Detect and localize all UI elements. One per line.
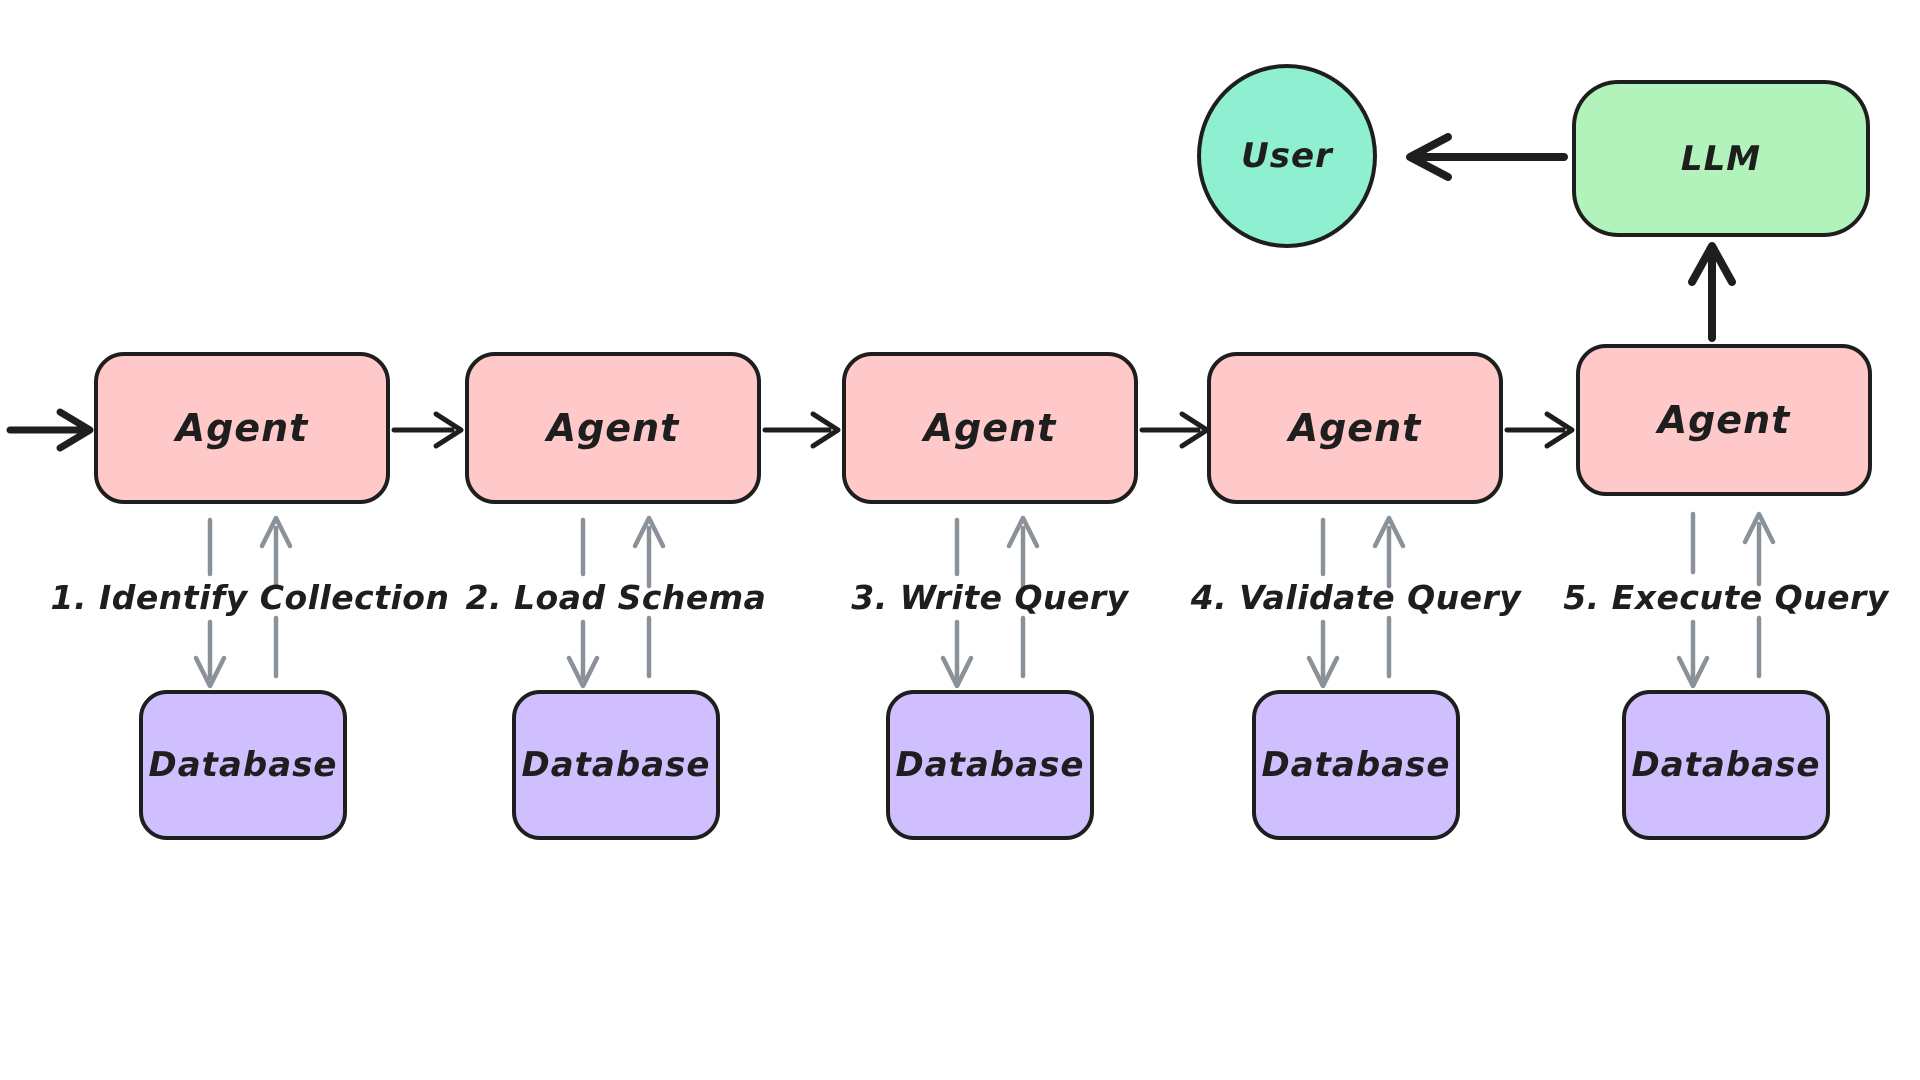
agent-node-1: Agent	[94, 352, 390, 504]
agent-node-3-label: Agent	[923, 406, 1057, 450]
agent-node-3: Agent	[842, 352, 1138, 504]
arrow-agent5-to-llm	[1688, 242, 1736, 342]
arrow-agent1-agent2	[391, 411, 464, 449]
arrow-llm-to-user	[1406, 133, 1568, 181]
database-node-4: Database	[1252, 690, 1460, 840]
database-node-2-label: Database	[521, 745, 711, 785]
step-label-3: 3. Write Query	[851, 578, 1129, 617]
arrow-input-to-agent1	[6, 408, 94, 452]
arrow-agent3-agent4	[1139, 411, 1210, 449]
database-node-5-label: Database	[1631, 745, 1821, 785]
connector-agent5-database5	[1676, 511, 1776, 689]
database-node-2: Database	[512, 690, 720, 840]
arrow-agent4-agent5	[1504, 411, 1575, 449]
step-label-4: 4. Validate Query	[1190, 578, 1522, 617]
database-node-3: Database	[886, 690, 1094, 840]
database-node-3-label: Database	[895, 745, 1085, 785]
connector-agent4-database4	[1306, 515, 1406, 689]
user-node-label: User	[1241, 136, 1333, 176]
step-label-5: 5. Execute Query	[1563, 578, 1889, 617]
agent-node-4: Agent	[1207, 352, 1503, 504]
llm-node: LLM	[1572, 80, 1870, 237]
user-node: User	[1197, 64, 1377, 248]
agent-node-1-label: Agent	[175, 406, 309, 450]
database-node-1-label: Database	[148, 745, 338, 785]
arrow-agent2-agent3	[762, 411, 841, 449]
connector-agent3-database3	[940, 515, 1040, 689]
agent-node-2-label: Agent	[546, 406, 680, 450]
agent-node-5-label: Agent	[1657, 398, 1791, 442]
step-label-2: 2. Load Schema	[465, 578, 767, 617]
agent-node-2: Agent	[465, 352, 761, 504]
agent-node-4-label: Agent	[1288, 406, 1422, 450]
agent-node-5: Agent	[1576, 344, 1872, 496]
llm-node-label: LLM	[1680, 138, 1762, 179]
database-node-4-label: Database	[1261, 745, 1451, 785]
connector-agent1-database1	[193, 515, 293, 689]
step-label-1: 1. Identify Collection	[50, 578, 450, 617]
database-node-1: Database	[139, 690, 347, 840]
database-node-5: Database	[1622, 690, 1830, 840]
connector-agent2-database2	[566, 515, 666, 689]
